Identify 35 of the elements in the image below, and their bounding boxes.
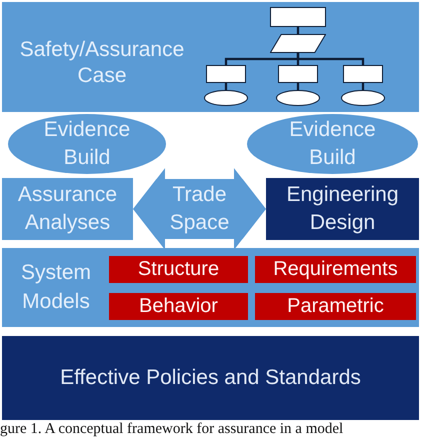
tree-connector [362, 83, 364, 90]
panel-title: Safety/Assurance Case [18, 37, 186, 89]
ellipse-label: Evidence Build [288, 117, 377, 171]
tree-connector [296, 27, 300, 34]
double-block-arrow [133, 168, 266, 250]
models-panel [2, 248, 419, 327]
analysis-box [2, 178, 133, 240]
tree-box [343, 65, 383, 83]
box-label: Parametric [286, 294, 385, 319]
case-panel [2, 2, 419, 112]
box-label: Engineering Design [285, 182, 400, 236]
tree-connector [296, 53, 364, 65]
box-label: Assurance Analyses [16, 182, 118, 236]
design-box [266, 178, 419, 240]
model-box [255, 293, 416, 320]
tree-box [270, 7, 326, 27]
ellipse-label: Evidence Build [42, 117, 132, 171]
tree-box [206, 65, 246, 83]
figure-caption: gure 1. A conceptual framework for assurance in a model [0, 421, 344, 437]
box-label: Requirements [272, 257, 399, 282]
model-box [109, 256, 248, 283]
box-label: Behavior [138, 294, 219, 319]
band-title: Effective Policies and Standards [59, 365, 362, 391]
tree-ellipse [204, 90, 248, 106]
model-box [255, 256, 416, 283]
tree-ellipse [276, 90, 320, 106]
box-label: Structure [136, 257, 220, 282]
tree-connector [296, 83, 300, 90]
tree-ellipse [341, 90, 385, 106]
panel-title: System Models [20, 260, 92, 315]
tree-box [278, 65, 318, 83]
tree-parallelogram [270, 34, 326, 53]
model-box [109, 293, 248, 320]
policies-band [2, 336, 419, 420]
tree-connector [224, 83, 228, 90]
